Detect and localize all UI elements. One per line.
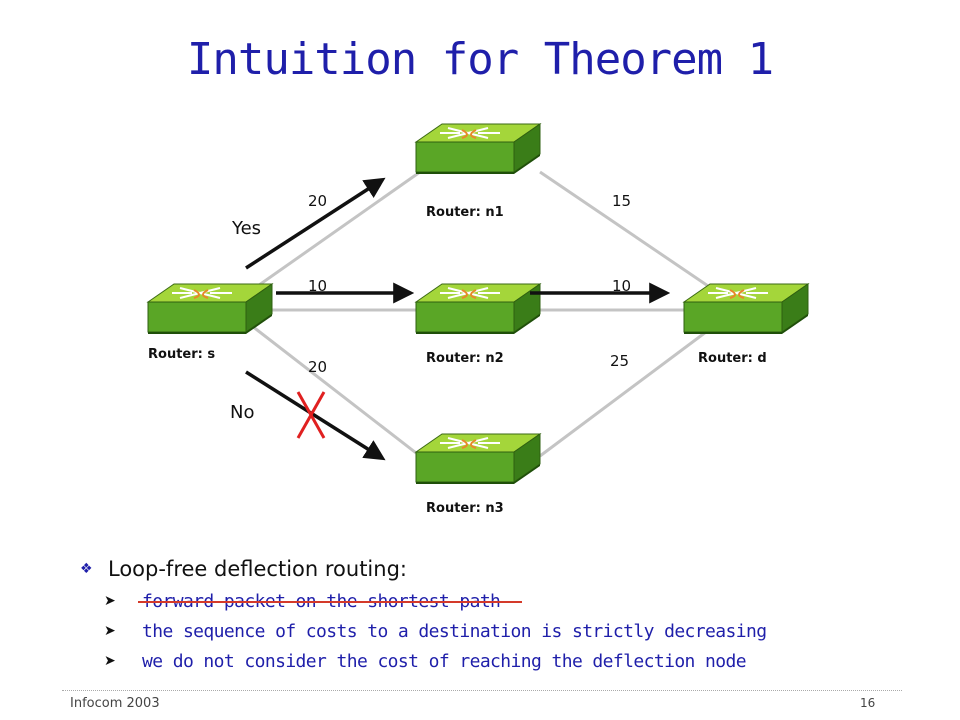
arrow-no — [245, 370, 386, 461]
router-label-n2: Router: n2 — [426, 351, 504, 366]
router-s — [147, 283, 273, 335]
cost-s-n1: 20 — [308, 192, 327, 210]
link-n1-d — [539, 170, 715, 292]
cost-n2-d: 10 — [612, 277, 631, 295]
label-yes: Yes — [231, 218, 261, 239]
footer-divider — [62, 690, 902, 691]
router-label-d: Router: d — [698, 351, 767, 366]
router-label-n3: Router: n3 — [426, 501, 504, 516]
sub-bullet-text-2: the sequence of costs to a destination i… — [142, 620, 767, 642]
sub-bullet-1: ➤ forward packet on the shortest path — [104, 586, 940, 616]
main-bullet-text: Loop-free deflection routing: — [108, 557, 407, 581]
router-n3 — [415, 433, 541, 485]
router-n1 — [415, 123, 541, 175]
link-n3-d — [539, 324, 715, 458]
cross-mark — [296, 391, 326, 439]
link-s-n1 — [251, 170, 421, 292]
cost-s-n3: 20 — [308, 358, 327, 376]
arrows — [245, 177, 671, 461]
arrow-bullet-icon: ➤ — [104, 623, 116, 639]
link-s-n3 — [251, 324, 421, 458]
links — [251, 170, 715, 458]
cost-n1-d: 15 — [612, 192, 631, 210]
diamond-bullet-icon: ❖ — [80, 561, 93, 577]
router-n2 — [415, 283, 541, 335]
cost-n3-d: 25 — [610, 352, 629, 370]
footer-conference: Infocom 2003 — [70, 696, 160, 711]
router-d — [683, 283, 809, 335]
sub-bullet-3: ➤ we do not consider the cost of reachin… — [104, 646, 940, 676]
arrow-bullet-icon: ➤ — [104, 653, 116, 669]
sub-bullet-text-1: forward packet on the shortest path — [137, 590, 523, 612]
arrow-bullet-icon: ➤ — [104, 593, 116, 609]
sub-bullet-text-3: we do not consider the cost of reaching … — [142, 650, 747, 672]
router-label-s: Router: s — [148, 347, 215, 362]
cost-s-n2: 10 — [308, 277, 327, 295]
footer-page-number: 16 — [860, 696, 876, 710]
router-label-n1: Router: n1 — [426, 205, 504, 220]
arrow-yes — [245, 177, 386, 270]
bullet-list: ❖ Loop-free deflection routing: ➤ forwar… — [80, 552, 940, 676]
slide-title: Intuition for Theorem 1 — [186, 34, 774, 85]
label-no: No — [230, 402, 254, 423]
sub-bullet-2: ➤ the sequence of costs to a destination… — [104, 616, 940, 646]
main-bullet: ❖ Loop-free deflection routing: — [80, 552, 940, 586]
